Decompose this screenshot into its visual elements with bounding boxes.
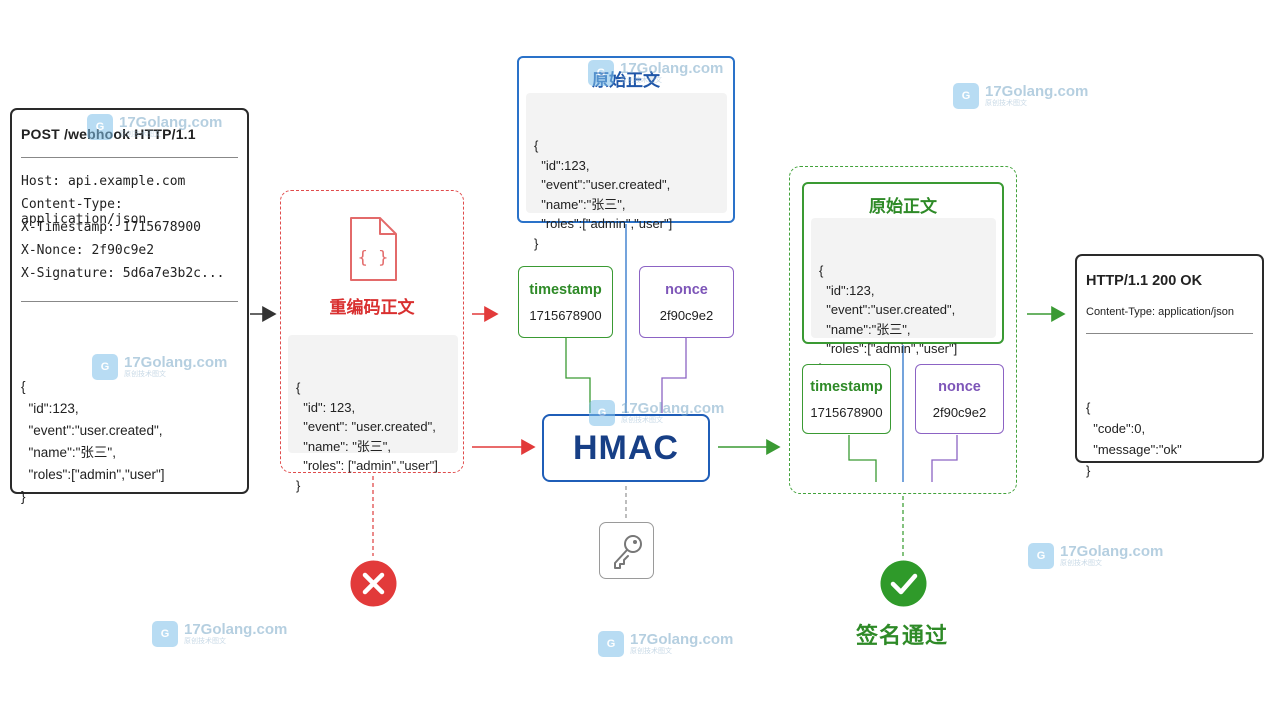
verify-original-card: 原始正文 { "id":123, "event":"user.created",… <box>802 182 1004 376</box>
timestamp-value: 1715678900 <box>529 308 602 323</box>
divider <box>1086 333 1253 334</box>
response-content-type: Content-Type: application/json <box>1086 306 1234 318</box>
header-content-type: Content-Type: application/json <box>21 197 147 227</box>
header-nonce: X-Nonce: 2f90c9e2 <box>21 243 155 258</box>
watermark-logo-icon: G <box>588 60 614 86</box>
timestamp-to-hmac-line <box>565 338 591 413</box>
reencode-panel: { } 重编码正文 { "id": 123, "event": "user.cr… <box>280 190 464 493</box>
reencode-label: 重编码正文 <box>329 298 415 317</box>
divider <box>21 301 238 302</box>
verify-timestamp-card: timestamp 1715678900 <box>802 364 891 434</box>
watermark-logo-icon: G <box>953 83 979 109</box>
nonce-to-hmac-line <box>661 338 687 413</box>
verify-nonce-value: 2f90c9e2 <box>932 405 987 420</box>
nonce-label: nonce <box>665 282 708 298</box>
verify-timestamp-line <box>848 435 877 482</box>
verify-nonce-line <box>931 435 958 482</box>
watermark-logo-icon: G <box>87 114 113 140</box>
watermark-logo-icon: G <box>589 400 615 426</box>
status-line: HTTP/1.1 200 OK <box>1086 273 1203 289</box>
http-request-card: POST /webhook HTTP/1.1 Host: api.example… <box>10 108 249 504</box>
timestamp-label: timestamp <box>529 282 602 298</box>
pass-text: 签名通过 <box>855 623 948 648</box>
response-body: { "code":0, "message":"ok"} <box>1086 400 1182 478</box>
reencode-body: { "id": 123, "event": "user.created", "n… <box>288 335 458 493</box>
nonce-card: nonce 2f90c9e2 <box>639 266 734 338</box>
verify-nonce-label: nonce <box>938 379 981 395</box>
watermark-logo-icon: G <box>1028 543 1054 569</box>
original-body-card: 原始正文 { "id":123, "event":"user.created",… <box>517 56 735 251</box>
watermark-logo-icon: G <box>598 631 624 657</box>
json-file-icon: { } <box>347 215 399 283</box>
original-body: { "id":123, "event":"user.created", "nam… <box>526 93 727 251</box>
fail-x-icon <box>350 560 397 607</box>
header-signature: X-Signature: 5d6a7e3b2c... <box>21 266 225 281</box>
verify-timestamp-label: timestamp <box>810 379 883 395</box>
key-icon <box>599 522 654 579</box>
pass-check-icon <box>880 560 927 607</box>
nonce-value: 2f90c9e2 <box>659 308 714 323</box>
hmac-box: HMAC <box>542 414 710 482</box>
header-host: Host: api.example.com <box>21 174 186 189</box>
watermark-logo-icon: G <box>92 354 118 380</box>
watermark-logo-icon: G <box>152 621 178 647</box>
divider <box>21 157 238 158</box>
verify-original-label: 原始正文 <box>869 197 937 216</box>
timestamp-card: timestamp 1715678900 <box>518 266 613 338</box>
verify-original-body: { "id":123, "event":"user.created", "nam… <box>811 218 996 376</box>
verify-nonce-card: nonce 2f90c9e2 <box>915 364 1004 434</box>
http-response-card: HTTP/1.1 200 OK Content-Type: applicatio… <box>1075 254 1264 478</box>
json-braces-glyph: { } <box>358 248 389 268</box>
request-body: { "id":123, "event":"user.created", "nam… <box>21 379 165 504</box>
verify-panel <box>789 166 1017 494</box>
header-timestamp: X-Timestamp: 1715678900 <box>21 220 202 235</box>
verify-timestamp-value: 1715678900 <box>810 405 883 420</box>
